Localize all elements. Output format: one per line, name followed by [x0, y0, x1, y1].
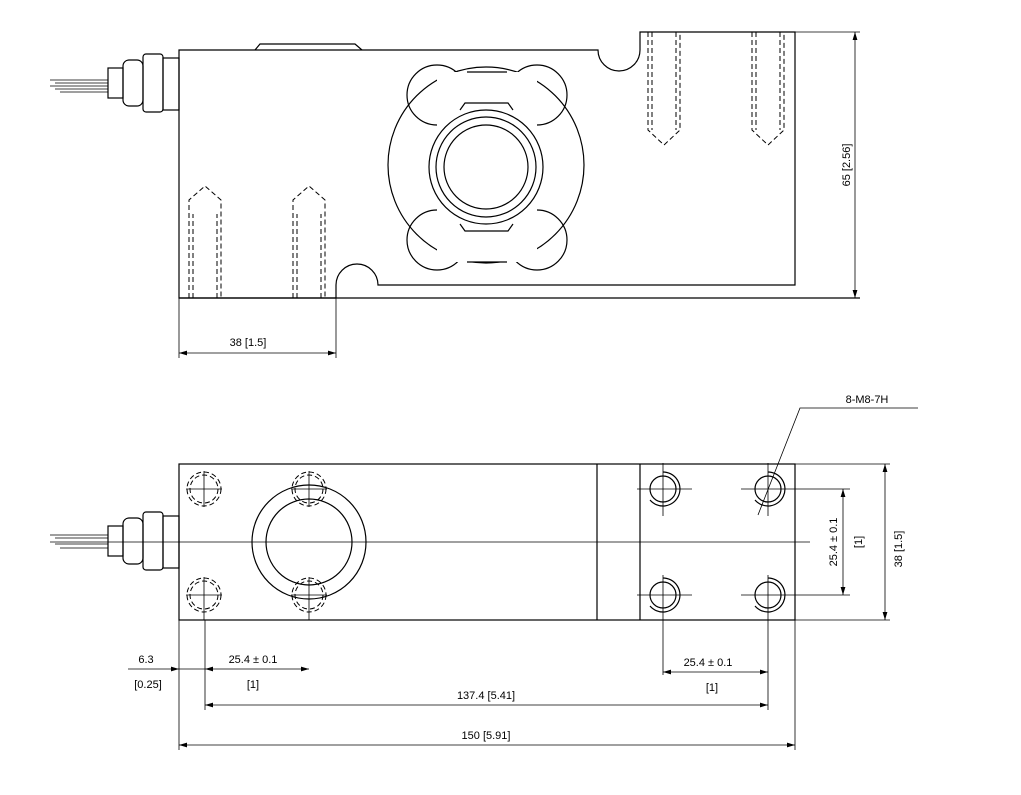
right-spacing-inch-label: [1]: [706, 682, 718, 694]
right-spacing-dimension: 25.4 ± 0.1 [1]: [663, 657, 768, 694]
height-dim-label: 65 [2.56]: [841, 144, 853, 187]
left-spacing-inch-label: [1]: [247, 679, 259, 691]
overall-length-label: 150 [5.91]: [462, 730, 511, 742]
offset-inch-label: [0.25]: [134, 679, 162, 691]
mounting-hole: [741, 463, 850, 516]
left-spacing-label: 25.4 ± 0.1: [229, 654, 278, 666]
width-label: 38 [1.5]: [893, 531, 905, 568]
hole-spacing-dimension: 38 [1.5]: [178, 298, 337, 358]
left-spacing-dimension: 25.4 ± 0.1 [1]: [204, 620, 309, 710]
width-dimension: 38 [1.5]: [795, 463, 905, 621]
spacing-dim-label: 38 [1.5]: [230, 337, 267, 349]
hole-span-dimension: 137.4 [5.41]: [205, 690, 768, 708]
vertical-spacing-dimension: 25.4 ± 0.1 [1]: [828, 489, 865, 595]
top-body-outline: [178, 31, 796, 299]
mounting-hole: [637, 575, 692, 675]
threaded-hole: [188, 185, 222, 298]
hole-span-label: 137.4 [5.41]: [457, 690, 515, 702]
cable-gland: [50, 53, 180, 113]
thread-callout: 8-M8-7H: [757, 394, 918, 516]
threaded-hole: [751, 32, 785, 146]
mounting-hole: [637, 463, 692, 516]
bottom-view: 8-M8-7H 25.4 ± 0.1 [1] 38 [1.5] 6.3 [0.2…: [50, 394, 918, 750]
thread-callout-label: 8-M8-7H: [846, 394, 889, 406]
top-view: 65 [2.56] 38 [1.5]: [50, 31, 860, 358]
overall-length-dimension: 150 [5.91]: [179, 730, 795, 748]
mounting-hole: [291, 471, 327, 507]
threaded-hole: [647, 32, 681, 146]
left-offset-dimension: 6.3 [0.25]: [128, 654, 205, 691]
cable-gland: [50, 511, 180, 571]
threaded-hole: [292, 185, 326, 298]
mounting-hole: [291, 577, 327, 620]
vspacing-label: 25.4 ± 0.1: [828, 518, 840, 567]
mounting-hole: [186, 577, 222, 620]
vspacing-inch-label: [1]: [853, 536, 865, 548]
right-spacing-label: 25.4 ± 0.1: [684, 657, 733, 669]
offset-label: 6.3: [138, 654, 153, 666]
height-dimension: 65 [2.56]: [795, 31, 860, 298]
mounting-hole: [186, 471, 222, 507]
top-cover-plate: [254, 43, 363, 51]
flexure-cutout: [387, 64, 585, 271]
mounting-hole: [741, 575, 850, 710]
